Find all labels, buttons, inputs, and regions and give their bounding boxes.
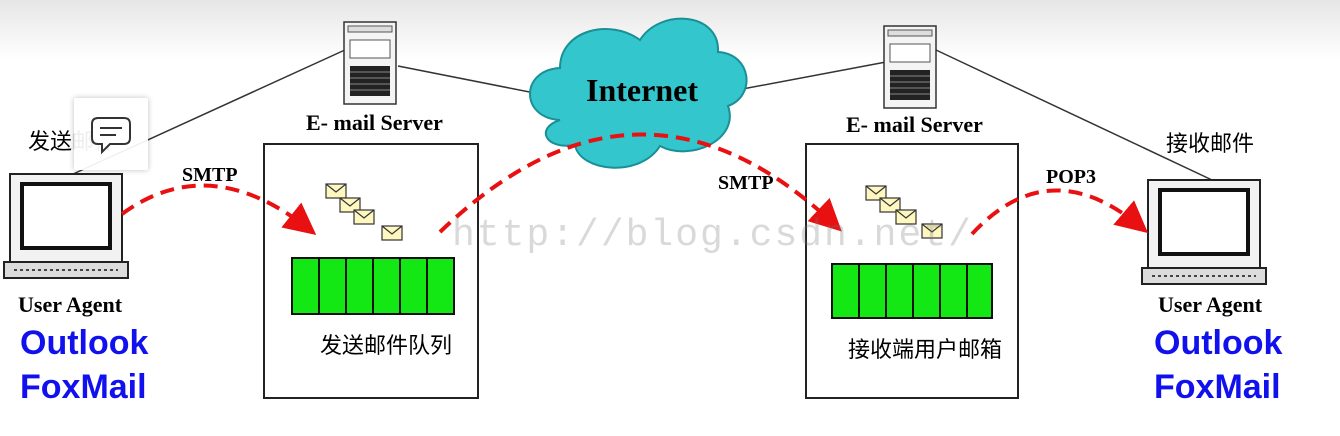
- pop3-label: POP3: [1046, 166, 1096, 188]
- envelope-icon: [381, 225, 403, 241]
- receiver-server-title: E- mail Server: [846, 112, 983, 137]
- pop3-retrieve-arrow: [970, 188, 1149, 236]
- computer-icon: [1140, 178, 1268, 286]
- envelope-icon: [325, 183, 347, 199]
- watermark: http://blog.csdn.net/: [452, 214, 973, 257]
- sender-agent-label: User Agent: [18, 292, 123, 317]
- comment-icon[interactable]: [74, 98, 148, 170]
- smtp-send-arrow: [120, 183, 317, 235]
- cloud-icon: [529, 17, 748, 169]
- smtp-relay-arrow: [438, 132, 842, 234]
- sender-app-outlook: Outlook: [20, 324, 149, 362]
- server-icon: [343, 21, 397, 105]
- receive-mailbox-label: 接收端用户邮箱: [848, 338, 1003, 363]
- smtp-send-label: SMTP: [182, 164, 238, 186]
- smtp-relay-label: SMTP: [718, 172, 774, 194]
- send-queue: [291, 257, 455, 315]
- server-icon: [883, 25, 937, 109]
- receiver-agent-label: User Agent: [1158, 292, 1263, 317]
- receiver-caption: 接收邮件: [1166, 132, 1255, 157]
- sender-server-title: E- mail Server: [306, 110, 443, 135]
- receive-mailbox: [831, 263, 993, 319]
- receiver-app-foxmail: FoxMail: [1154, 368, 1281, 406]
- internet-label: Internet: [586, 72, 698, 108]
- envelope-icon: [353, 209, 375, 225]
- receiver-app-outlook: Outlook: [1154, 324, 1283, 362]
- computer-icon: [2, 172, 130, 280]
- comment-popup[interactable]: [74, 98, 148, 170]
- network-line: [935, 49, 1213, 181]
- send-queue-label: 发送邮件队列: [320, 334, 453, 359]
- sender-app-foxmail: FoxMail: [20, 368, 147, 406]
